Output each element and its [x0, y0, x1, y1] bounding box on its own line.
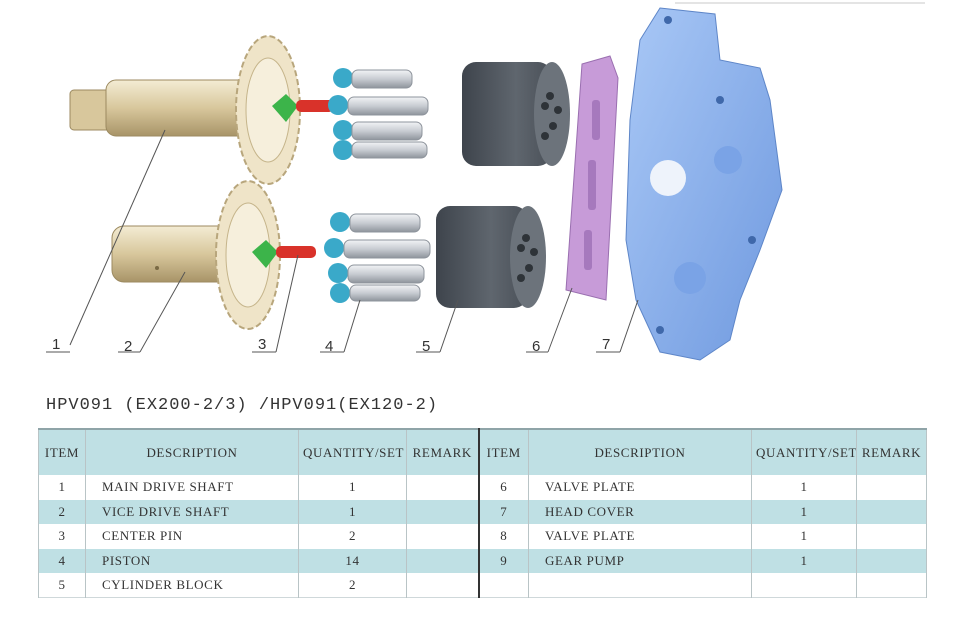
cell-description: HEAD COVER [528, 499, 752, 524]
table-row: 2 VICE DRIVE SHAFT 1 7 HEAD COVER 1 [38, 499, 927, 524]
table-row: 4 PISTON 14 9 GEAR PUMP 1 [38, 548, 927, 573]
page-title: HPV091 (EX200-2/3) /HPV091(EX120-2) [46, 396, 439, 415]
header-remark-right: REMARK [856, 429, 927, 475]
cell-quantity: 1 [751, 548, 857, 573]
header-quantity-left: QUANTITY/SET [298, 429, 407, 475]
callout-2: 2 [124, 338, 132, 355]
parts-diagram: 1 2 3 4 5 6 7 [46, 2, 925, 361]
cell-quantity: 14 [298, 548, 407, 573]
header-quantity-right: QUANTITY/SET [751, 429, 857, 475]
header-description-left: DESCRIPTION [85, 429, 299, 475]
cell-quantity: 1 [298, 499, 407, 524]
cell-description: CYLINDER BLOCK [85, 573, 299, 598]
cell-remark [856, 524, 927, 549]
valve-plate [565, 55, 619, 301]
cell-item: 4 [38, 548, 86, 573]
main-drive-shaft [69, 35, 301, 185]
callout-4: 4 [325, 338, 333, 355]
cell-quantity [751, 573, 857, 598]
table-header-row: ITEM DESCRIPTION QUANTITY/SET REMARK ITE… [38, 429, 927, 475]
cell-quantity: 1 [751, 524, 857, 549]
cell-quantity: 2 [298, 524, 407, 549]
header-item-right: ITEM [477, 429, 529, 475]
parts-table: ITEM DESCRIPTION QUANTITY/SET REMARK ITE… [38, 428, 927, 598]
piston-group-upper [328, 68, 429, 160]
table-row: 5 CYLINDER BLOCK 2 [38, 573, 927, 598]
cell-quantity: 1 [751, 499, 857, 524]
cell-item: 1 [38, 475, 86, 500]
cell-remark [406, 573, 479, 598]
header-description-right: DESCRIPTION [528, 429, 752, 475]
cell-description [528, 573, 752, 598]
cell-quantity: 1 [751, 475, 857, 500]
center-pin-group [252, 94, 334, 268]
callout-5: 5 [422, 338, 430, 355]
cell-description: VICE DRIVE SHAFT [85, 499, 299, 524]
cell-remark [406, 548, 479, 573]
cylinder-block-upper [462, 62, 570, 166]
cell-remark [856, 548, 927, 573]
cell-remark [856, 499, 927, 524]
cell-item: 6 [477, 475, 529, 500]
leader-lines [46, 129, 639, 353]
cell-remark [856, 573, 927, 598]
header-remark-left: REMARK [406, 429, 479, 475]
header-item-left: ITEM [38, 429, 86, 475]
cell-item: 3 [38, 524, 86, 549]
table-row: 1 MAIN DRIVE SHAFT 1 6 VALVE PLATE 1 [38, 475, 927, 500]
cell-quantity: 2 [298, 573, 407, 598]
cell-description: CENTER PIN [85, 524, 299, 549]
cell-item: 9 [477, 548, 529, 573]
cell-item: 5 [38, 573, 86, 598]
cell-quantity: 1 [298, 475, 407, 500]
cell-item: 8 [477, 524, 529, 549]
cell-remark [406, 475, 479, 500]
cell-description: VALVE PLATE [528, 475, 752, 500]
callout-7: 7 [602, 336, 610, 353]
table-row: 3 CENTER PIN 2 8 VALVE PLATE 1 [38, 524, 927, 549]
cell-description: VALVE PLATE [528, 524, 752, 549]
callout-1: 1 [52, 336, 60, 353]
cell-remark [406, 499, 479, 524]
cell-item [477, 573, 529, 598]
head-cover [625, 7, 783, 361]
callout-6: 6 [532, 338, 540, 355]
cylinder-block-lower [436, 206, 546, 308]
cell-description: MAIN DRIVE SHAFT [85, 475, 299, 500]
cell-remark [406, 524, 479, 549]
cell-description: PISTON [85, 548, 299, 573]
callout-3: 3 [258, 336, 266, 353]
cell-description: GEAR PUMP [528, 548, 752, 573]
cell-remark [856, 475, 927, 500]
piston-group-lower [324, 212, 431, 303]
cell-item: 7 [477, 499, 529, 524]
cell-item: 2 [38, 499, 86, 524]
